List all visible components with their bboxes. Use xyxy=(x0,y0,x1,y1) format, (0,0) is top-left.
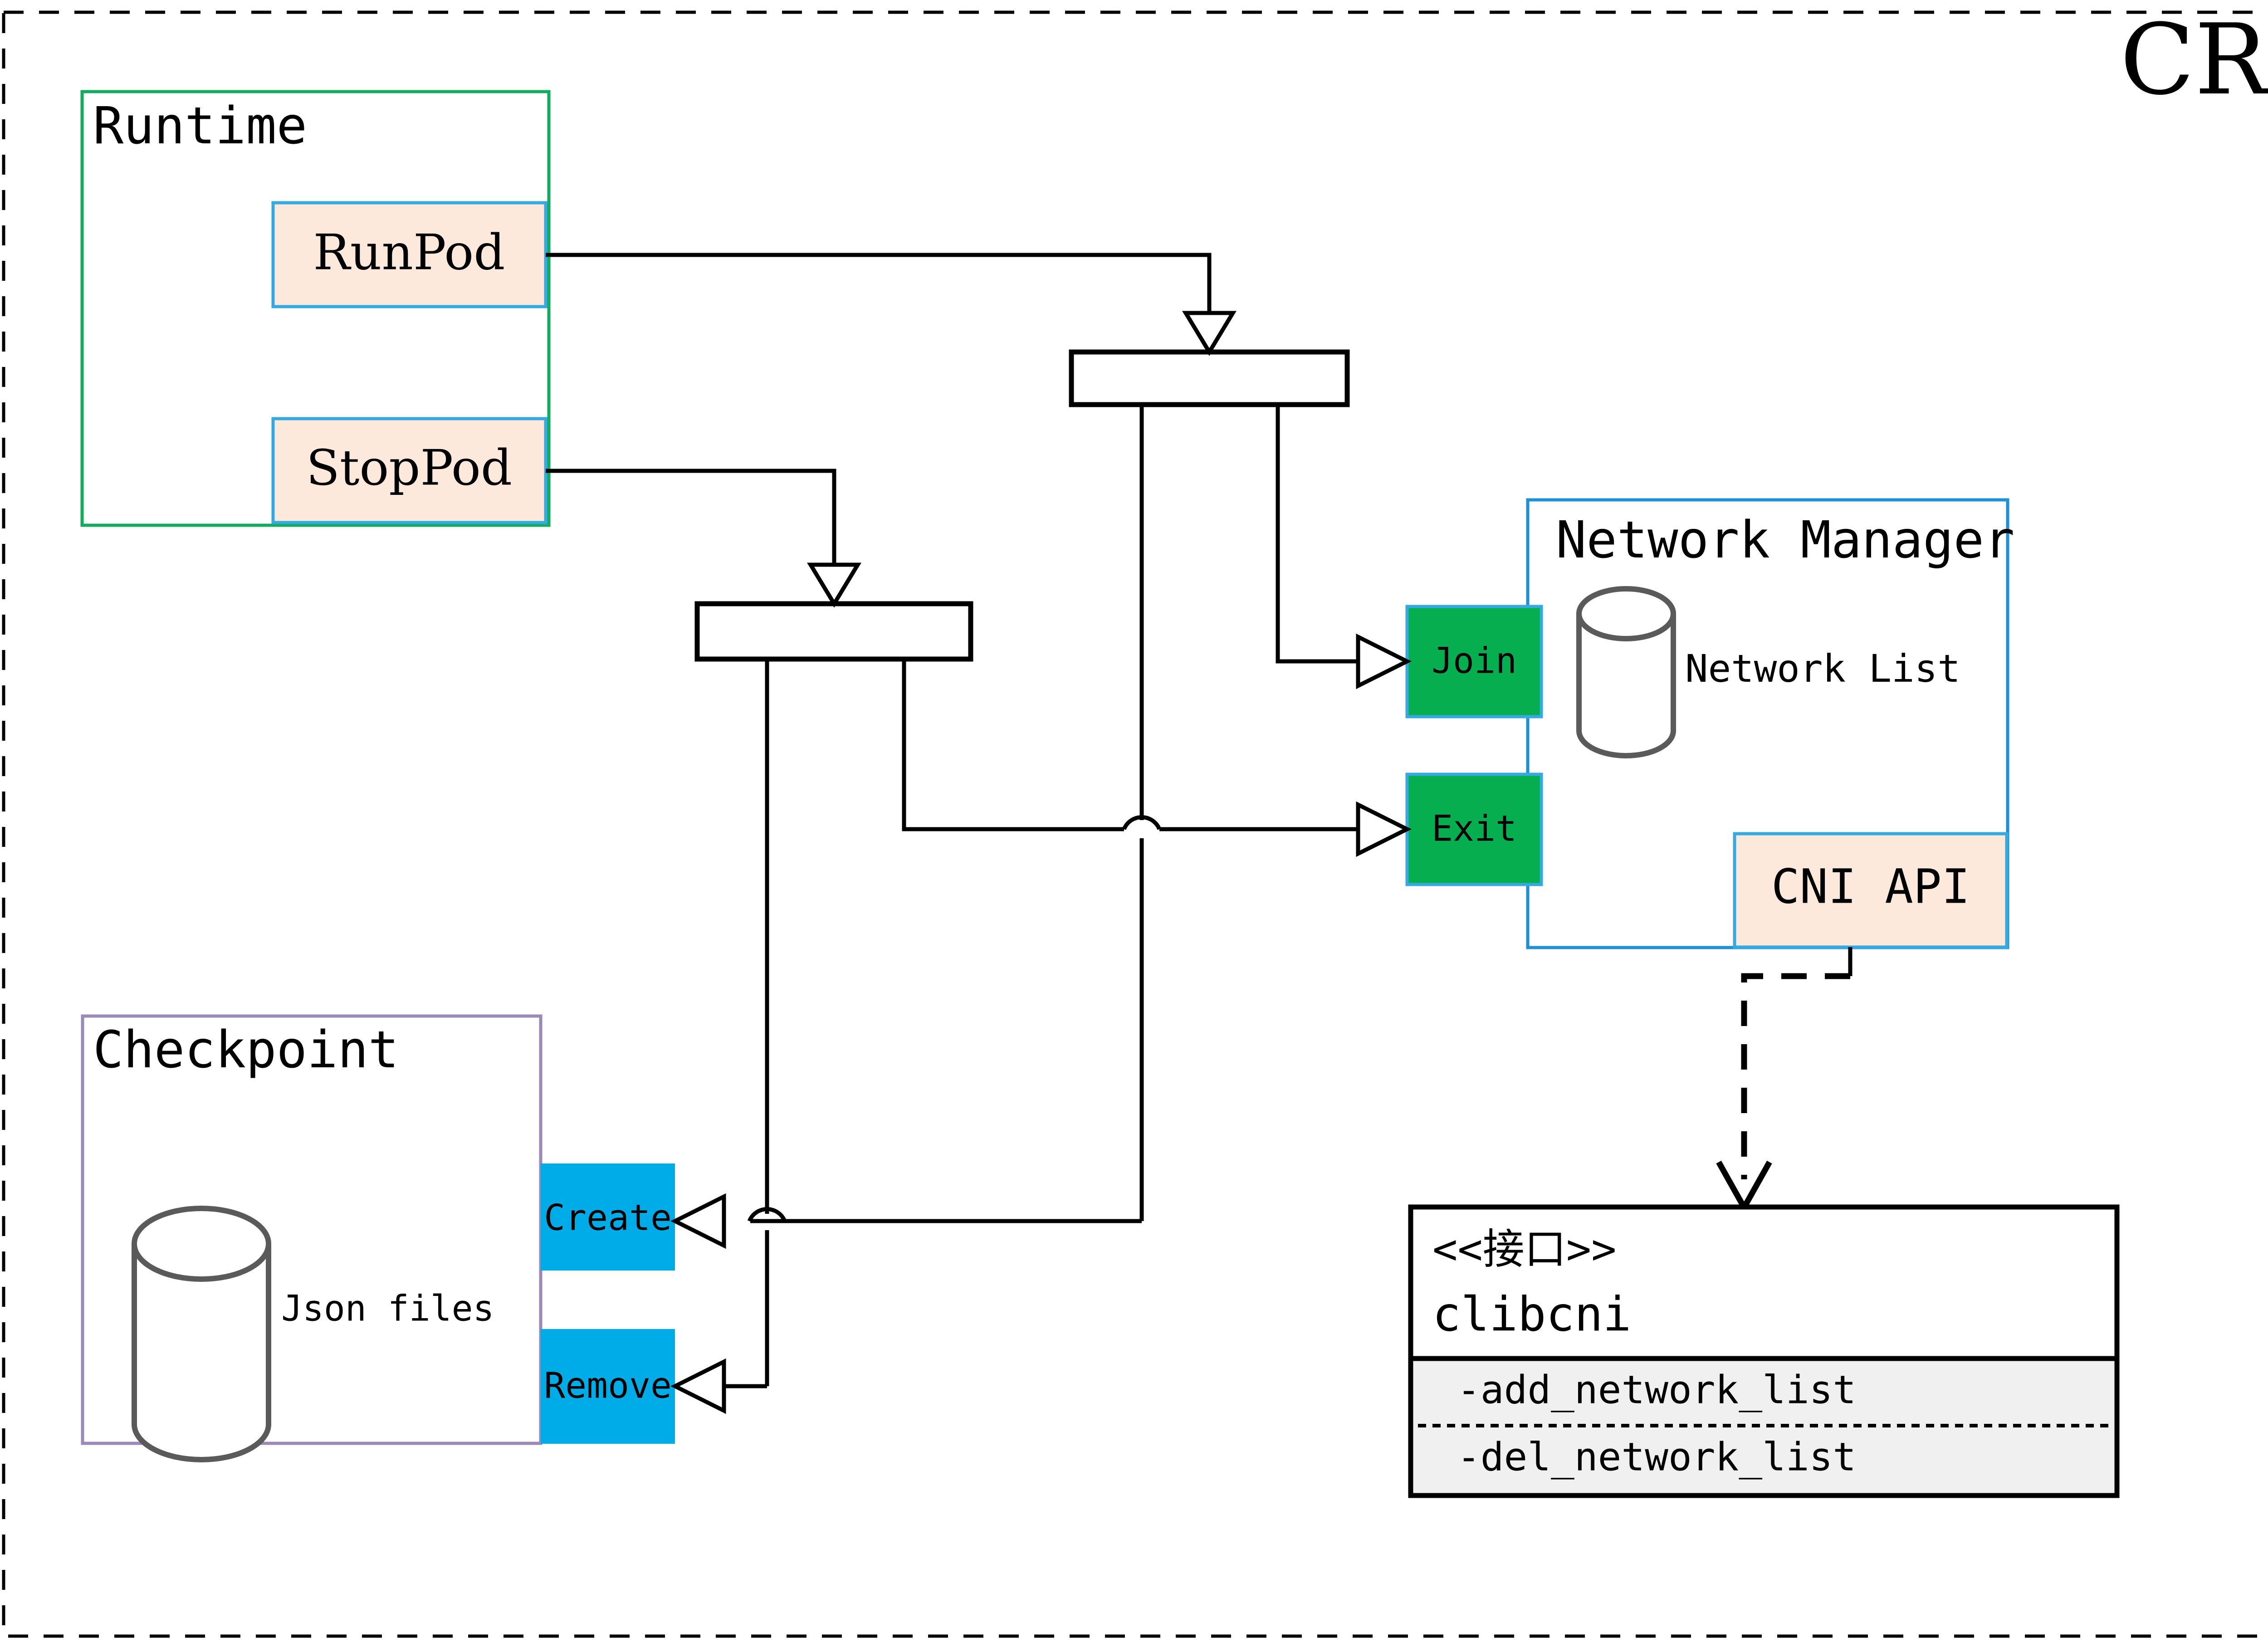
clibcni-method-del: -del_network_list xyxy=(1457,1434,1856,1480)
arrowhead-realization-clibcni xyxy=(1716,1160,1772,1214)
arrowhead-exit xyxy=(1356,801,1412,857)
stoppod-box[interactable] xyxy=(271,417,547,524)
network-list-cylinder-icon xyxy=(1576,586,1676,758)
stoppod-label: StopPod xyxy=(306,440,512,496)
runpod-fork-bar xyxy=(1069,349,1350,407)
diagram-title: CRI xyxy=(2120,3,2268,117)
edge-stoppod-to-fork xyxy=(546,469,836,565)
arrowhead-remove xyxy=(670,1358,726,1414)
edge-cniapi-dashed-realization xyxy=(1741,973,1850,1179)
arrowhead-join xyxy=(1356,633,1412,689)
exit-label: Exit xyxy=(1432,808,1517,849)
create-port-box[interactable] xyxy=(541,1163,675,1271)
join-label: Join xyxy=(1432,640,1517,681)
runpod-box[interactable] xyxy=(271,201,547,308)
edge-runpod-to-fork xyxy=(546,253,1212,313)
edge-fork2-right-to-exit xyxy=(902,659,1124,831)
join-port-box[interactable] xyxy=(1405,605,1543,718)
arrowhead-create xyxy=(670,1193,726,1249)
checkpoint-group-label: Checkpoint xyxy=(93,1021,399,1080)
remove-port-box[interactable] xyxy=(541,1329,675,1444)
line-hop-exit-crossing xyxy=(1122,814,1162,1221)
network-list-label: Network List xyxy=(1685,646,1960,691)
json-files-cylinder-icon xyxy=(132,1206,271,1462)
clibcni-name: clibcni xyxy=(1432,1286,1631,1342)
json-files-label: Json files xyxy=(281,1288,494,1329)
cni-api-box[interactable] xyxy=(1733,832,2009,949)
runtime-group-label: Runtime xyxy=(93,97,307,156)
edge-fork-right-to-join xyxy=(1276,405,1358,664)
clibcni-stereotype: <<接口>> xyxy=(1432,1225,1617,1273)
runpod-label: RunPod xyxy=(313,224,505,281)
clibcni-method-add: -add_network_list xyxy=(1457,1367,1856,1412)
remove-label: Remove xyxy=(544,1365,672,1406)
network-manager-group-label: Network Manager xyxy=(1556,511,2014,570)
line-hop-create-crossing xyxy=(747,1207,787,1386)
create-label: Create xyxy=(544,1197,672,1238)
arrowhead-runpod-fork xyxy=(1182,311,1237,356)
clibcni-methods-compartment xyxy=(1413,1359,2114,1493)
exit-port-box[interactable] xyxy=(1405,772,1543,886)
cni-api-label: CNI API xyxy=(1771,859,1970,914)
arrowhead-stoppod-fork xyxy=(807,562,861,608)
stoppod-fork-bar xyxy=(694,601,973,662)
